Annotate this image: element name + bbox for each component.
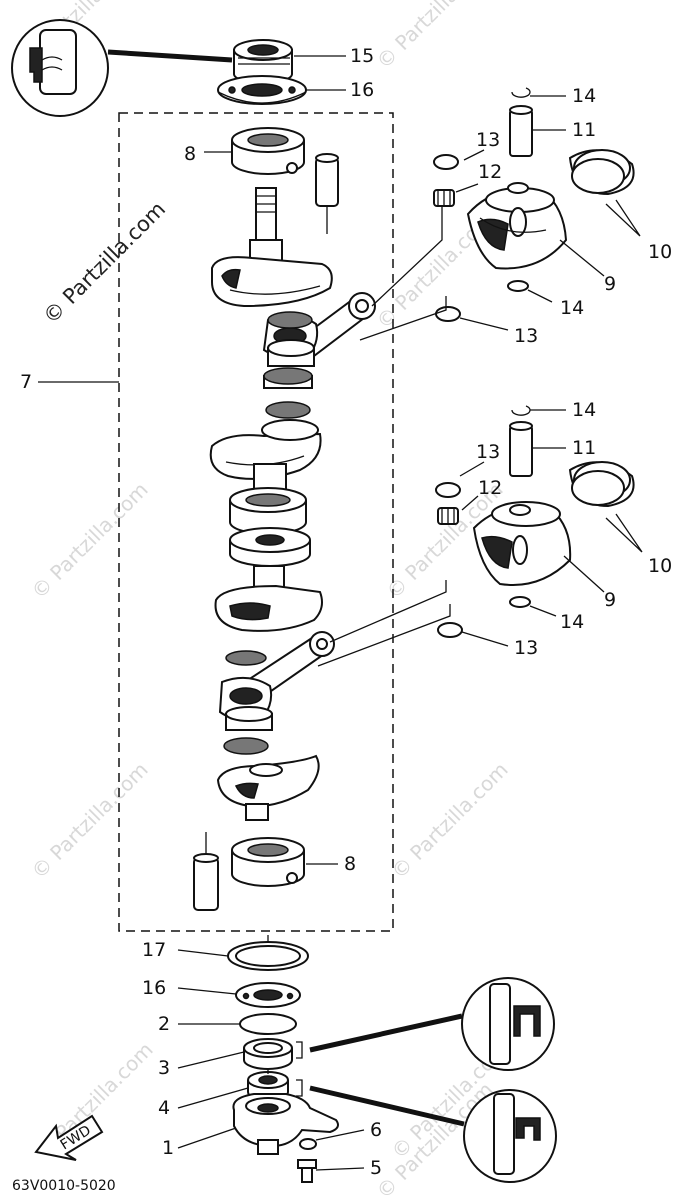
connecting-rod-lower: [218, 580, 447, 755]
washer-6: [299, 1138, 317, 1150]
callout-9: 9: [604, 589, 616, 611]
assembly-guide-lines: [317, 296, 451, 667]
oil-seal-housing-1: [232, 1093, 339, 1155]
needle-bearing-lower: [437, 507, 459, 525]
callout-14: 14: [560, 611, 584, 633]
callout-8: 8: [184, 143, 196, 165]
main-bearing-upper: [231, 127, 305, 175]
reference-code: 63V0010-5020: [12, 1178, 116, 1194]
callout-7: 7: [20, 371, 32, 393]
callout-11: 11: [572, 119, 596, 141]
main-watermark: © Partzilla.com: [39, 197, 171, 329]
crankshaft-middle-web: [209, 419, 322, 495]
callout-6: 6: [370, 1119, 382, 1141]
piston-rings-upper: [568, 149, 635, 196]
bearing-plate-top: [217, 75, 307, 105]
inset-detail-upper: [296, 977, 555, 1071]
bolt-5: [297, 1159, 317, 1183]
callout-15: 15: [350, 45, 374, 67]
bearing-plate-16-lower: [235, 982, 301, 1008]
callout-3: 3: [158, 1057, 170, 1079]
main-bearing-lower: [231, 837, 305, 887]
gasket-17: [227, 941, 309, 971]
callout-11: 11: [572, 437, 596, 459]
center-main-bearing: [229, 487, 311, 567]
callout-13: 13: [514, 325, 538, 347]
dowel-pin-upper: [315, 153, 339, 234]
callout-9: 9: [604, 273, 616, 295]
callout-16: 16: [142, 977, 166, 999]
callout-10: 10: [648, 241, 672, 263]
callout-14: 14: [572, 399, 596, 421]
crankshaft-upper-web: [211, 187, 333, 308]
dowel-pin-lower: [193, 832, 219, 911]
callout-14: 14: [572, 85, 596, 107]
big-end-bearing-upper: [263, 311, 315, 419]
leader-lines: [38, 55, 643, 1171]
crankshaft-assembly-box: [118, 112, 394, 932]
watermark: © Partzilla.com: [27, 477, 153, 603]
inset-detail-lower: [296, 1079, 557, 1183]
needle-bearing-upper: [433, 189, 455, 207]
top-inset-detail: [11, 19, 233, 117]
o-ring-2: [239, 1013, 297, 1035]
callout-17: 17: [142, 939, 166, 961]
callout-2: 2: [158, 1013, 170, 1035]
callout-4: 4: [158, 1097, 170, 1119]
piston-pin-lower: [509, 421, 533, 477]
callout-16: 16: [350, 79, 374, 101]
watermark: © Partzilla.com: [27, 757, 153, 883]
piston-upper: [466, 187, 568, 270]
watermark: © Partzilla.com: [372, 0, 498, 74]
callout-10: 10: [648, 555, 672, 577]
thrust-washers-clips-upper: [433, 87, 531, 322]
callout-5: 5: [370, 1157, 382, 1179]
thrust-washers-clips-lower: [435, 405, 531, 638]
callout-12: 12: [478, 161, 502, 183]
piston-pin-upper: [509, 105, 533, 157]
callout-12: 12: [478, 477, 502, 499]
oil-seal-top: [233, 39, 293, 84]
crankshaft-lower-middle-web: [214, 565, 323, 632]
callout-8: 8: [344, 853, 356, 875]
callout-labels: 15 16 14 11 13 12 8 10 9 14 13 7 14 11 1…: [20, 45, 672, 1179]
callout-1: 1: [162, 1137, 174, 1159]
watermark: © Partzilla.com: [387, 757, 513, 883]
piston-rings-lower: [568, 461, 635, 508]
callout-13: 13: [476, 441, 500, 463]
callout-13: 13: [476, 129, 500, 151]
callout-13: 13: [514, 637, 538, 659]
oil-seal-3: [243, 1038, 293, 1070]
callout-14: 14: [560, 297, 584, 319]
crankshaft-lower-web: [216, 754, 320, 821]
